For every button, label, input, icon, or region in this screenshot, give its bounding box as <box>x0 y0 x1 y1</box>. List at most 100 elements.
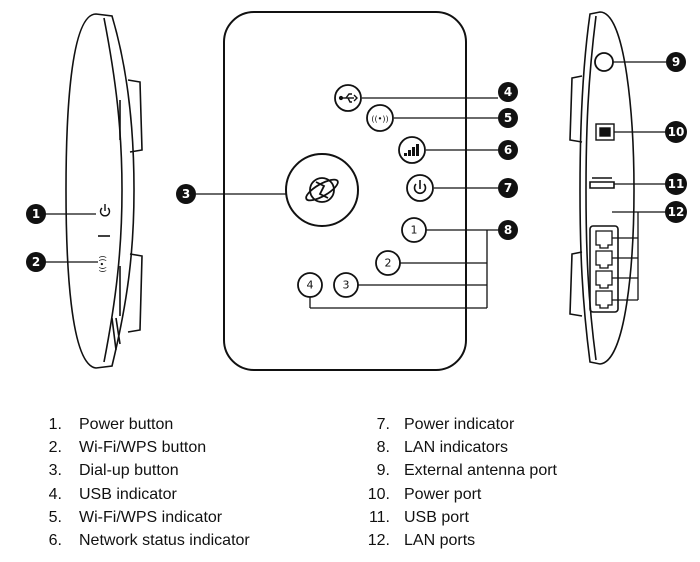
callout-label: 10 <box>668 125 685 139</box>
router-diagram: ((•)) ((•)) 1 2 3 <box>26 11 687 371</box>
lan-indicator-2: 2 <box>375 250 401 276</box>
callout-4: 4 <box>498 82 518 102</box>
callout-label: 4 <box>504 85 512 99</box>
legend-item: 4. USB indicator <box>34 483 250 506</box>
wifi-wps-indicator <box>366 104 394 132</box>
legend-item: 3. Dial-up button <box>34 459 250 482</box>
right-side-view <box>569 11 635 365</box>
lan-port-4 <box>595 290 613 309</box>
right-side-body-outline <box>579 11 635 365</box>
legend-number: 11. <box>368 508 390 526</box>
left-side-vent <box>111 317 121 351</box>
callout-12: 12 <box>665 201 687 223</box>
callout-10: 10 <box>665 121 687 143</box>
legend-label: Power port <box>404 485 482 503</box>
legend-label: USB indicator <box>79 485 177 503</box>
lan-indicator-3: 3 <box>333 272 359 298</box>
legend-item: 10. Power port <box>360 483 557 506</box>
power-icon <box>413 180 427 195</box>
legend-item: 5. Wi-Fi/WPS indicator <box>34 506 250 529</box>
lan-led-label: 2 <box>385 257 392 270</box>
lan-indicator-4: 4 <box>297 272 323 298</box>
lan-port-3 <box>595 270 613 289</box>
callout-label: 8 <box>504 223 512 237</box>
legend-number: 9. <box>376 462 390 480</box>
left-side-bumper-bottom <box>127 253 143 333</box>
callout-11: 11 <box>665 173 687 195</box>
external-antenna-port <box>594 52 614 72</box>
legend-item: 11. USB port <box>360 506 557 529</box>
callout-label: 7 <box>504 181 512 195</box>
legend-number: 12. <box>367 531 390 549</box>
usb-icon <box>338 93 358 103</box>
callout-label: 5 <box>504 111 512 125</box>
power-port <box>595 123 615 141</box>
lan-led-label: 1 <box>411 224 418 237</box>
callout-label: 9 <box>672 55 680 69</box>
legend-number: 2. <box>48 439 62 457</box>
callout-9: 9 <box>666 52 686 72</box>
callout-7: 7 <box>498 178 518 198</box>
left-side-inner-edge <box>103 17 123 363</box>
legend-label: Power indicator <box>404 416 515 433</box>
callout-2: 2 <box>26 252 46 272</box>
callout-label: 3 <box>182 187 190 201</box>
legend-number: 8. <box>376 439 390 457</box>
legend-label: Dial-up button <box>79 462 179 480</box>
left-side-view <box>65 13 143 369</box>
lan-ports-housing <box>589 225 619 313</box>
callout-3: 3 <box>176 184 196 204</box>
legend-number: 3. <box>48 462 62 480</box>
callout-label: 12 <box>668 205 685 219</box>
callout-1: 1 <box>26 204 46 224</box>
legend-number: 1. <box>48 416 62 433</box>
lan-indicator-1: 1 <box>401 217 427 243</box>
dial-up-button <box>285 153 359 227</box>
legend-item: 7. Power indicator <box>360 413 557 436</box>
wifi-wps-button-icon: ((•)) <box>98 255 107 272</box>
lan-port-1 <box>595 230 613 249</box>
legend-label: Wi-Fi/WPS indicator <box>79 508 223 526</box>
callout-6: 6 <box>498 140 518 160</box>
usb-port <box>589 177 615 189</box>
legend-number: 10. <box>367 485 390 503</box>
lan-port-2 <box>595 250 613 269</box>
legend-item: 12. LAN ports <box>360 529 557 552</box>
legend-number: 5. <box>48 508 62 526</box>
legend-label: Wi-Fi/WPS button <box>79 439 207 457</box>
leader-lines <box>44 61 666 309</box>
legend-item: 2. Wi-Fi/WPS button <box>34 436 250 459</box>
legend-item: 1. Power button <box>34 413 250 436</box>
legend-label: USB port <box>404 508 469 526</box>
callout-label: 1 <box>32 207 40 221</box>
legend-item: 9. External antenna port <box>360 459 557 482</box>
wifi-wps-icon: ((•)) <box>371 115 388 124</box>
legend-label: LAN indicators <box>404 439 509 457</box>
callout-label: 2 <box>32 255 40 269</box>
legend-label: Network status indicator <box>79 531 250 549</box>
legend-item: 6. Network status indicator <box>34 529 250 552</box>
lan-port-icons <box>595 230 613 309</box>
callout-label: 11 <box>668 177 685 191</box>
power-button-icon <box>99 204 111 217</box>
right-side-bumper-top <box>569 75 583 143</box>
legend-number: 6. <box>48 531 62 549</box>
right-side-bumper-bottom <box>569 251 583 317</box>
legend-right: 7. Power indicator 8. LAN indicators 9. Ext… <box>360 413 557 552</box>
left-side-body-outline <box>65 13 135 369</box>
legend-left: 1. Power button 2. Wi-Fi/WPS button 3. Dial… <box>34 413 250 552</box>
left-side-bumper-top <box>127 79 143 153</box>
legend-label: LAN ports <box>404 531 476 549</box>
legend-number: 7. <box>376 416 390 433</box>
lan-led-label: 4 <box>307 279 314 292</box>
callout-label: 6 <box>504 143 512 157</box>
callout-8: 8 <box>498 220 518 240</box>
legend-number: 4. <box>48 485 62 503</box>
legend-label: Power button <box>79 416 174 433</box>
callout-5: 5 <box>498 108 518 128</box>
legend-label: External antenna port <box>404 462 557 480</box>
lan-led-label: 3 <box>343 279 350 292</box>
legend-item: 8. LAN indicators <box>360 436 557 459</box>
router-front-body <box>223 11 467 371</box>
globe-icon <box>305 177 339 203</box>
